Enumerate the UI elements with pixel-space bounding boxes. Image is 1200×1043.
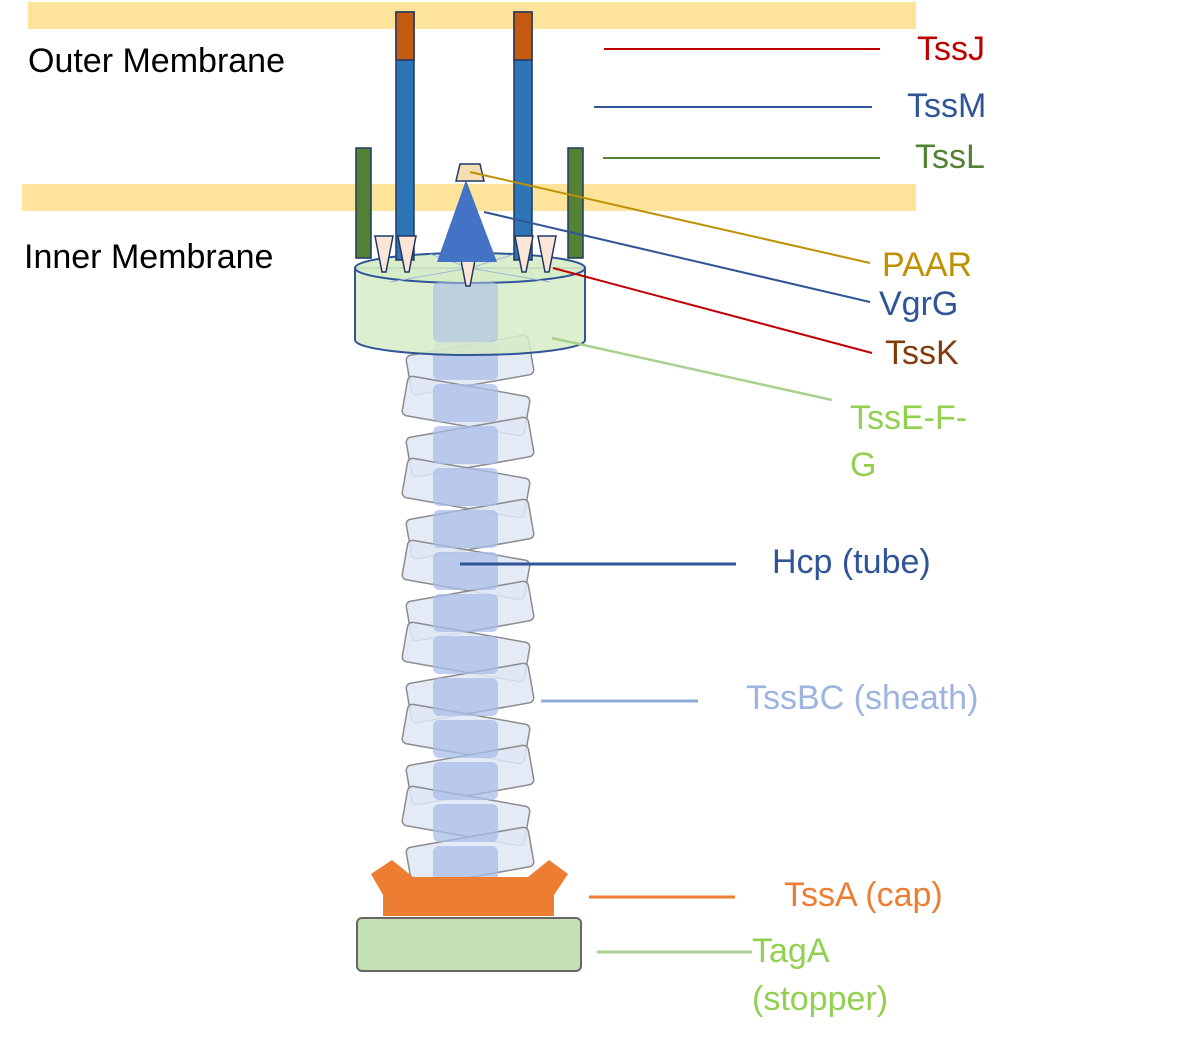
- vgrg-spike: [437, 180, 497, 262]
- inner-membrane-label: Inner Membrane: [24, 238, 273, 276]
- taga-stopper: [356, 917, 582, 972]
- hcp-tube-block: [433, 678, 498, 716]
- tssl-rod-right: [567, 147, 584, 259]
- hcp-label: Hcp (tube): [772, 543, 931, 581]
- hcp-tube: [433, 342, 498, 884]
- hcp-tube-block: [433, 510, 498, 548]
- tube-core: [433, 282, 498, 342]
- tssk-label: TssK: [885, 334, 959, 372]
- tssa-label: TssA (cap): [784, 876, 943, 914]
- taga-label-line2: (stopper): [752, 980, 888, 1018]
- paar-leader: [469, 171, 871, 264]
- hcp-tube-block: [433, 552, 498, 590]
- outer-membrane: [28, 2, 916, 29]
- tssefg-label-line2: G: [850, 446, 876, 484]
- tssefg-leader: [551, 336, 833, 402]
- tssk-wedge: [537, 235, 557, 273]
- baseplate-spoke: [389, 267, 471, 283]
- tssl-label: TssL: [915, 138, 985, 176]
- hcp-tube-block: [433, 426, 498, 464]
- tssefg-label-line1: TssE-F-: [850, 399, 967, 437]
- tssk-wedge: [397, 235, 417, 273]
- tssk-wedge: [374, 235, 394, 273]
- tssj-tip: [395, 11, 415, 61]
- hcp-tube-block: [433, 384, 498, 422]
- tssj-tip: [513, 11, 533, 61]
- tssj-label: TssJ: [917, 30, 985, 68]
- hcp-tube-block: [433, 594, 498, 632]
- paar-label: PAAR: [882, 246, 972, 284]
- hcp-tube-block: [433, 636, 498, 674]
- taga-label-line1: TagA: [752, 932, 830, 970]
- baseplate-spoke: [469, 267, 551, 283]
- tssk-leader: [552, 267, 873, 354]
- tssm-rod-left: [395, 11, 415, 261]
- tssk-wedge: [514, 235, 534, 273]
- hcp-tube-block: [433, 468, 498, 506]
- hcp-tube-block: [433, 762, 498, 800]
- tssl-rod-left: [355, 147, 372, 259]
- vgrg-label: VgrG: [879, 285, 958, 323]
- hcp-tube-block: [433, 846, 498, 884]
- hcp-tube-block: [433, 720, 498, 758]
- tssm-rod-right: [513, 11, 533, 261]
- outer-membrane-label: Outer Membrane: [28, 42, 285, 80]
- tssa-cap: [371, 860, 568, 916]
- tssm-label: TssM: [907, 87, 986, 125]
- tssbc-label: TssBC (sheath): [746, 679, 978, 717]
- vgrg-leader: [483, 211, 871, 303]
- hcp-tube-block: [433, 804, 498, 842]
